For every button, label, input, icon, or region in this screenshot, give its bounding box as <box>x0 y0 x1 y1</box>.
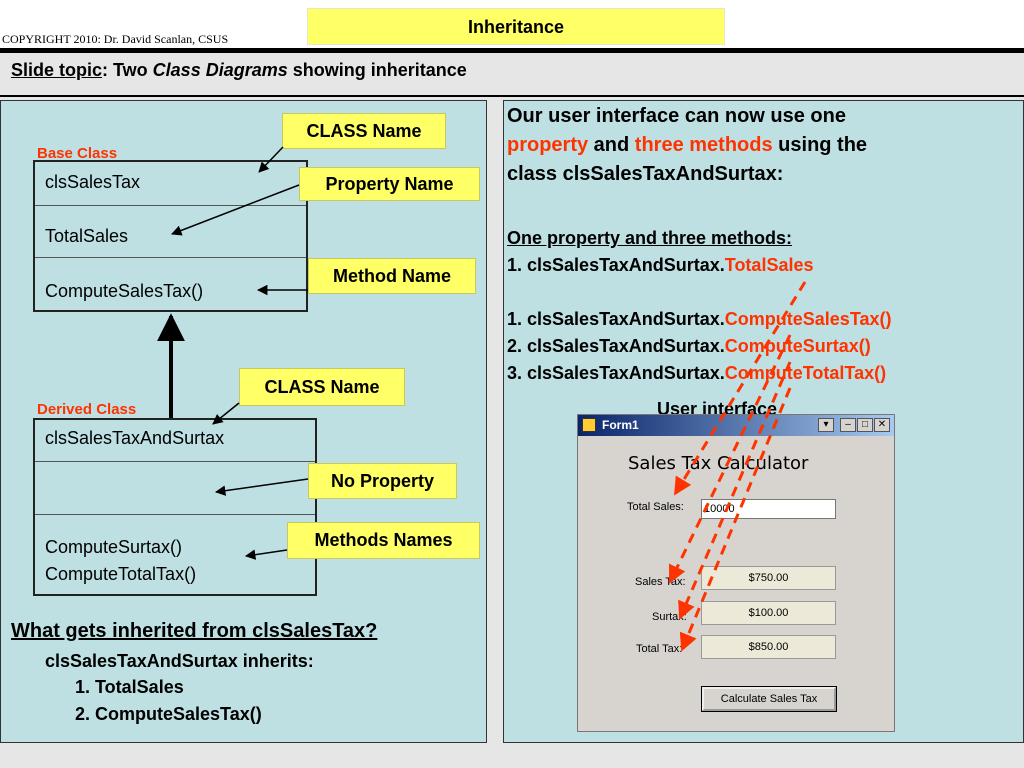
item-number: 3. <box>507 363 528 383</box>
base-class-method: ComputeSalesTax() <box>45 281 204 301</box>
item-member: ComputeTotalTax() <box>724 363 887 383</box>
callout-no-property: No Property <box>308 463 457 499</box>
total-tax-label: Total Tax: <box>636 643 683 655</box>
base-class-property: TotalSales <box>45 226 129 246</box>
base-class-divider-1 <box>35 205 306 206</box>
base-class-divider-2 <box>35 257 306 258</box>
item-prefix: clsSalesTaxAndSurtax. <box>527 336 725 356</box>
item-member: ComputeSalesTax() <box>724 309 892 329</box>
property-word: property <box>507 134 589 156</box>
item-number: 1. <box>507 309 528 329</box>
base-class-label: Base Class <box>37 145 118 162</box>
close-icon[interactable]: ✕ <box>874 418 890 432</box>
form-icon <box>582 418 596 432</box>
form1-window: Form1 ▾ – □ ✕ Sales Tax Calculator Total… <box>577 414 895 732</box>
item-member: ComputeSurtax() <box>724 336 871 356</box>
subtitle-band <box>0 53 1024 95</box>
calculate-sales-tax-button[interactable]: Calculate Sales Tax <box>701 686 837 712</box>
inherited-item: 2. ComputeSalesTax() <box>75 704 262 724</box>
property-item: 1. clsSalesTaxAndSurtax.TotalSales <box>507 252 813 279</box>
derived-class-box <box>33 418 317 596</box>
base-class-box <box>33 160 308 312</box>
derived-class-divider-1 <box>35 461 315 462</box>
callout-class-name-derived: CLASS Name <box>239 368 405 406</box>
method-item: 2. clsSalesTaxAndSurtax.ComputeSurtax() <box>507 333 871 360</box>
method-item: 1. clsSalesTaxAndSurtax.ComputeSalesTax(… <box>507 306 891 333</box>
slide-topic-label: Slide topic <box>11 60 103 80</box>
maximize-icon[interactable]: □ <box>857 418 873 432</box>
calculator-heading: Sales Tax Calculator <box>628 453 809 474</box>
minimize-icon[interactable]: – <box>840 418 856 432</box>
derived-class-label: Derived Class <box>37 401 137 418</box>
derived-class-name: clsSalesTaxAndSurtax <box>45 428 225 448</box>
copyright-notice: COPYRIGHT 2010: Dr. David Scanlan, CSUS <box>2 32 229 46</box>
callout-class-name: CLASS Name <box>282 113 446 149</box>
derived-class-divider-2 <box>35 514 315 515</box>
members-heading: One property and three methods: <box>507 228 793 248</box>
intro-line-3: class clsSalesTaxAndSurtax: <box>507 163 784 185</box>
inherited-item: 1. TotalSales <box>75 677 184 697</box>
total-tax-value: $850.00 <box>701 635 836 659</box>
slide-topic-emphasis: Class Diagrams <box>152 60 288 80</box>
form1-title: Form1 <box>602 418 639 432</box>
item-prefix: clsSalesTaxAndSurtax. <box>527 363 725 383</box>
intro-line-1: Our user interface can now use one <box>507 105 846 127</box>
inherits-line: clsSalesTaxAndSurtax inherits: <box>45 651 314 671</box>
subtitle-rule <box>0 95 1024 97</box>
callout-methods-names: Methods Names <box>287 522 480 559</box>
callout-method-name: Method Name <box>308 258 476 294</box>
inheritance-question: What gets inherited from clsSalesTax? <box>11 620 378 642</box>
item-member: TotalSales <box>724 255 814 275</box>
methods-words: three methods <box>634 134 773 156</box>
slide-topic: Slide topic: Two Class Diagrams showing … <box>11 60 467 81</box>
intro-line-2: property and three methods using the <box>507 131 867 160</box>
slide-topic-prefix: : Two <box>102 60 153 80</box>
surtax-label: Surtax: <box>652 611 687 623</box>
slide-title: Inheritance <box>307 8 725 45</box>
and-word: and <box>588 134 635 156</box>
surtax-value: $100.00 <box>701 601 836 625</box>
dropdown-icon[interactable]: ▾ <box>818 418 834 432</box>
item-number: 1. <box>507 255 528 275</box>
total-sales-input[interactable]: 10000 <box>701 499 836 519</box>
derived-class-method: ComputeTotalTax() <box>45 564 197 584</box>
header-rule <box>0 48 1024 53</box>
derived-class-method: ComputeSurtax() <box>45 537 183 557</box>
callout-property-name: Property Name <box>299 167 480 201</box>
using-the-text: using the <box>772 134 868 156</box>
sales-tax-value: $750.00 <box>701 566 836 590</box>
total-sales-label: Total Sales: <box>627 501 684 513</box>
item-prefix: clsSalesTaxAndSurtax. <box>527 309 725 329</box>
method-item: 3. clsSalesTaxAndSurtax.ComputeTotalTax(… <box>507 360 886 387</box>
item-prefix: clsSalesTaxAndSurtax. <box>527 255 725 275</box>
item-number: 2. <box>507 336 528 356</box>
slide-topic-suffix: showing inheritance <box>287 60 467 80</box>
base-class-name: clsSalesTax <box>45 172 141 192</box>
sales-tax-label: Sales Tax: <box>635 576 686 588</box>
